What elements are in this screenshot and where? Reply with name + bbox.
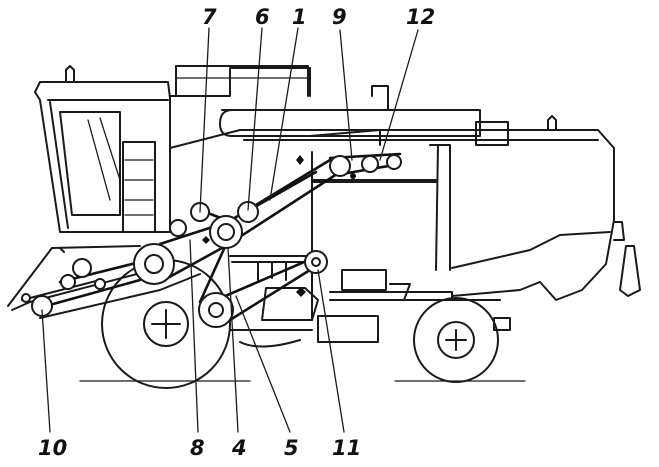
label-7: 7	[202, 5, 217, 29]
label-8: 8	[190, 436, 205, 460]
unloading-auger	[219, 85, 557, 146]
label-6: 6	[255, 5, 270, 29]
engine-housing	[169, 65, 311, 97]
rear-wheel	[413, 297, 499, 383]
label-5: 5	[284, 436, 299, 460]
cab	[34, 65, 171, 233]
label-12: 12	[406, 5, 435, 29]
label-11: 11	[332, 436, 361, 460]
label-10: 10	[38, 436, 67, 460]
header	[7, 245, 201, 319]
label-4: 4	[231, 436, 247, 460]
thresher-body	[169, 129, 641, 321]
pulleys	[21, 154, 402, 328]
label-1: 1	[292, 5, 307, 29]
label-9: 9	[332, 5, 347, 29]
leader-lines	[41, 27, 419, 433]
lower-frame	[229, 255, 541, 348]
part-labels: 7 6 1 9 12 10 8 4 5 11	[38, 5, 435, 460]
